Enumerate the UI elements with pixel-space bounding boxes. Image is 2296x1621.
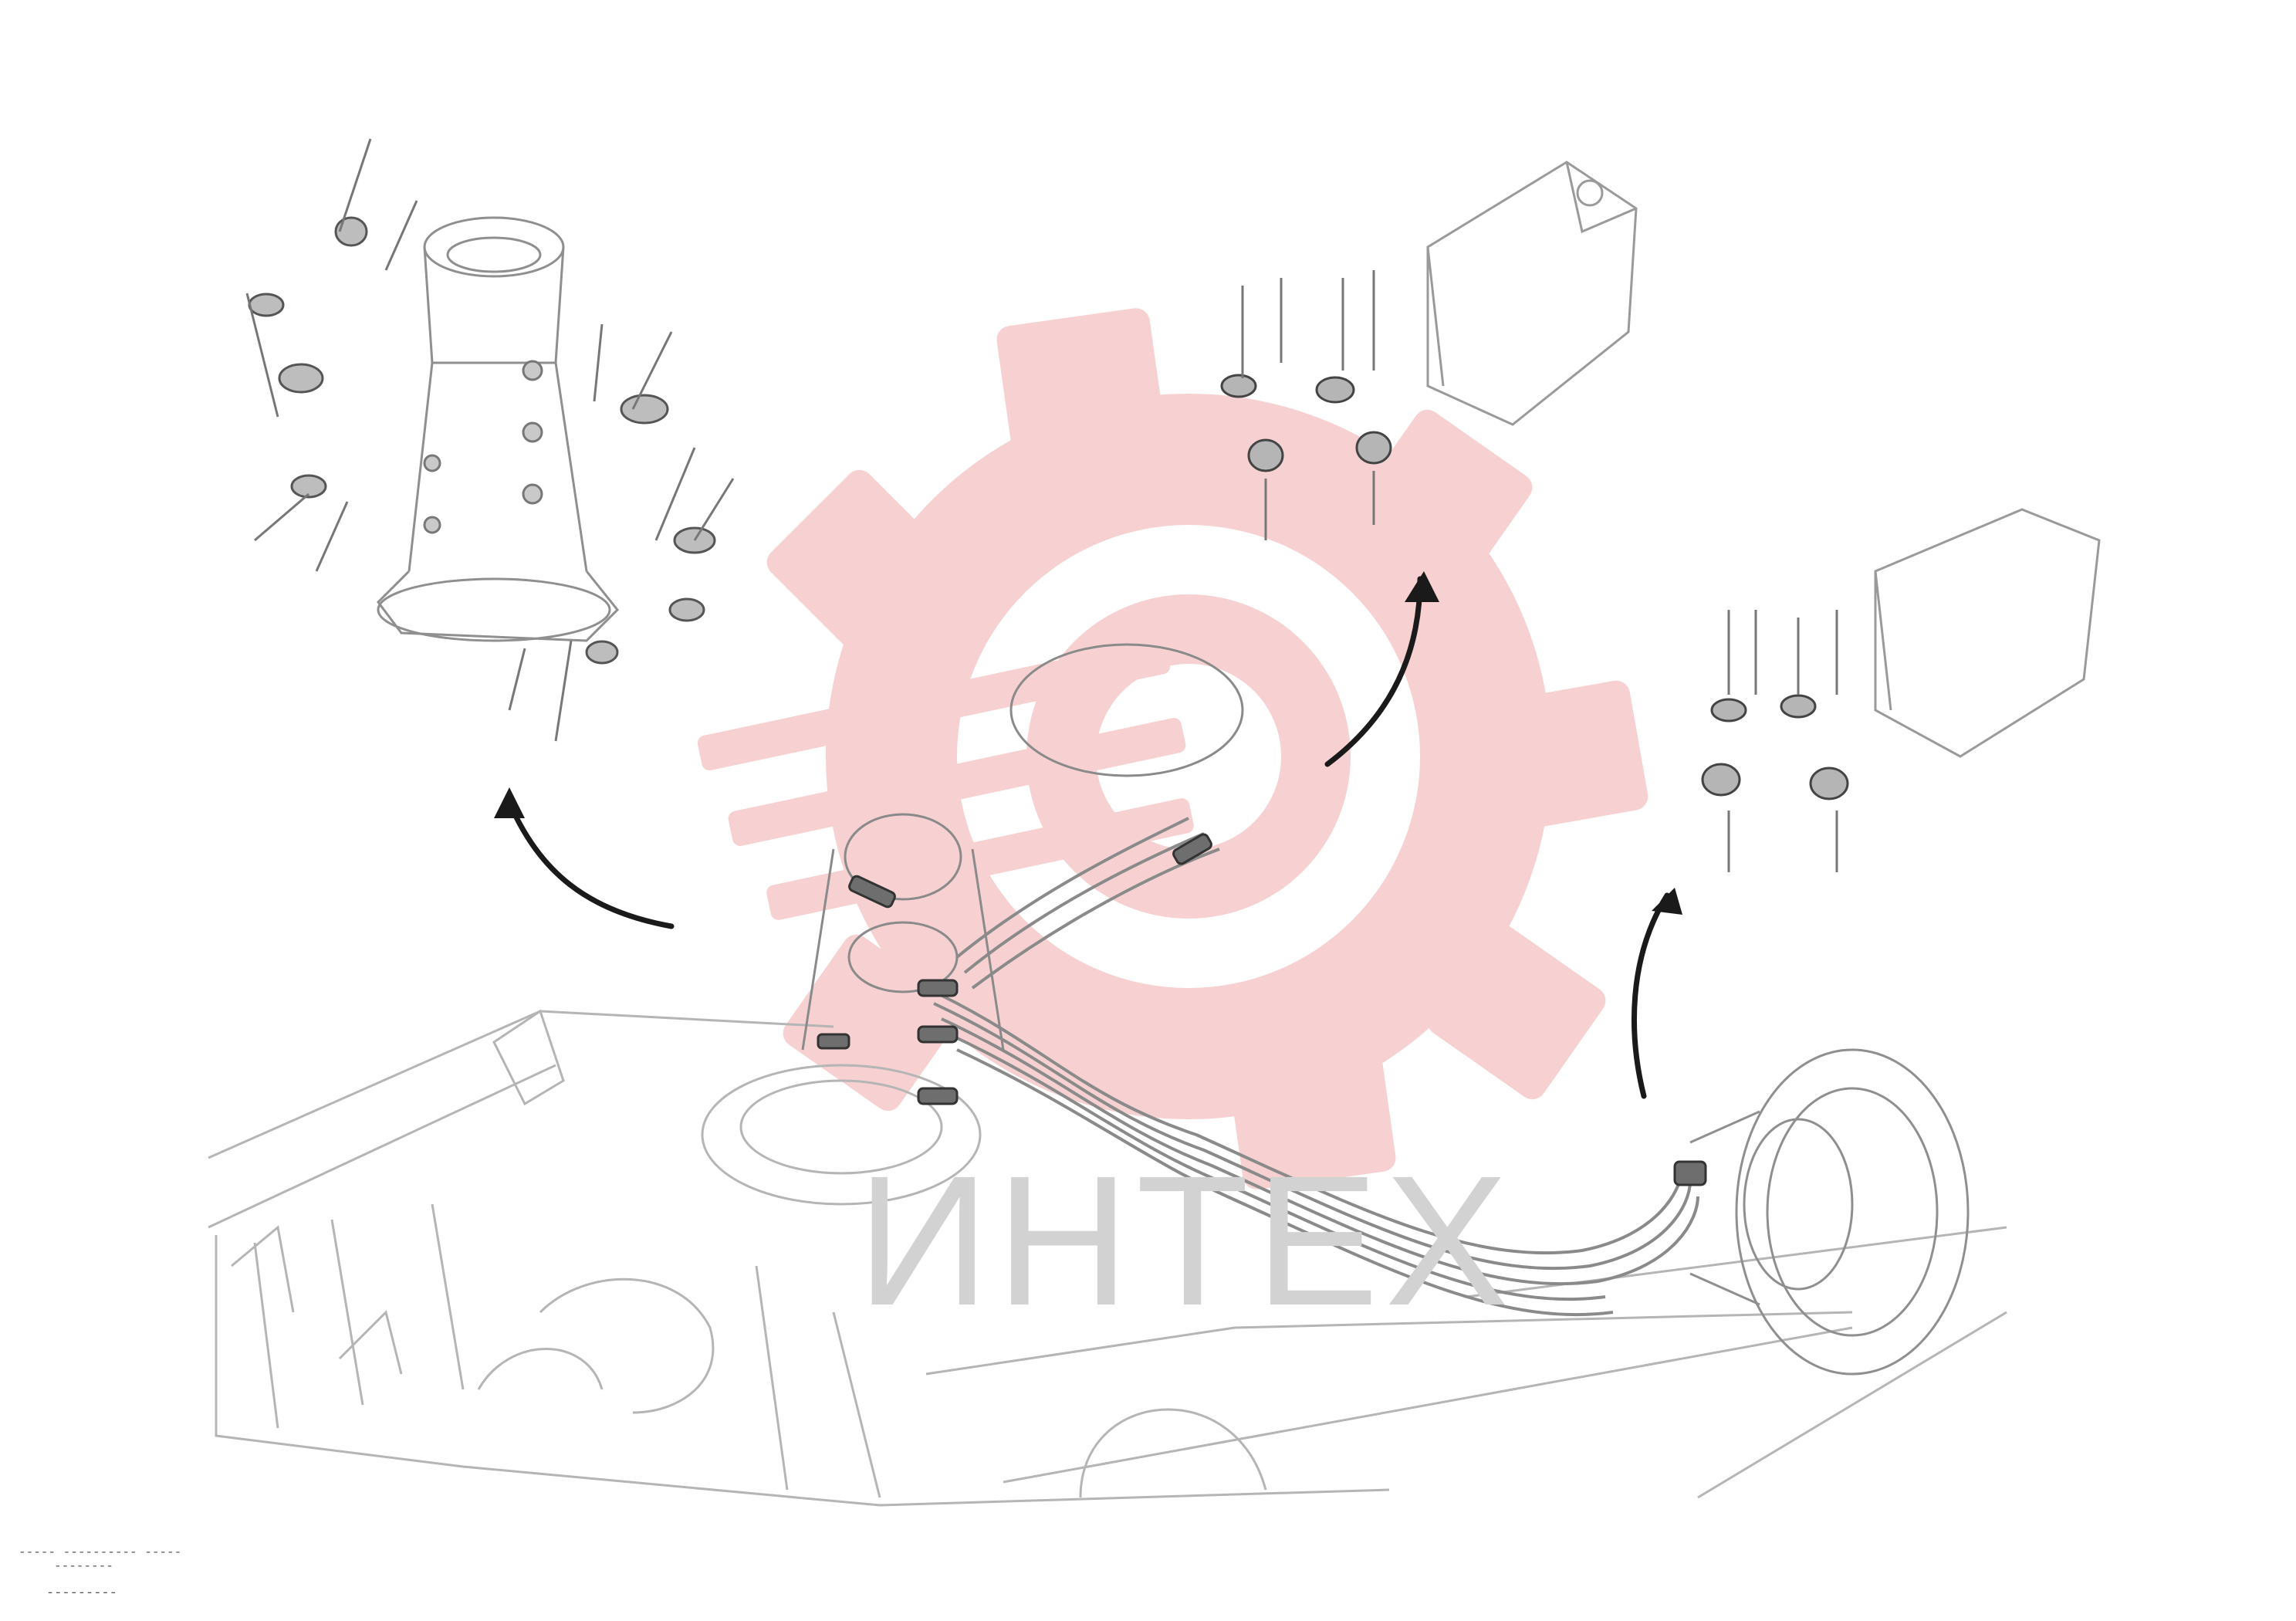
valve-fittings-right — [1701, 694, 1849, 800]
watermark-brand-text: ИНТЕХ — [857, 1137, 1515, 1344]
arrow-to-swivel — [506, 800, 675, 929]
figure-caption-line2: -------- — [54, 1559, 113, 1573]
valve-leaders-right — [1727, 610, 1838, 872]
valve-block-top — [1426, 161, 1638, 426]
swivel-fittings — [248, 216, 716, 665]
arrow-to-right-valve — [1632, 892, 1670, 1099]
figure-caption-line1: ----- ---------- ----- — [19, 1545, 182, 1559]
hose-bundle — [925, 817, 1699, 1316]
valve-leaders-top — [1241, 270, 1375, 540]
hose-fittings — [817, 833, 1707, 1186]
figure-code: --------- — [46, 1586, 117, 1601]
arrow-heads — [494, 571, 1682, 915]
direction-arrows — [506, 576, 1670, 1099]
center-hub — [801, 643, 1244, 1051]
watermark-gear-logo — [697, 308, 1648, 1190]
swivel-leader-lines — [245, 138, 735, 742]
travel-motor — [1689, 1048, 1970, 1376]
arrow-to-top-valve — [1324, 576, 1423, 767]
swivel-joint-assembly — [377, 216, 620, 642]
valve-block-right — [1874, 508, 2101, 758]
valve-fittings-top — [1220, 374, 1392, 472]
upper-frame-drawing — [208, 1009, 2007, 1507]
